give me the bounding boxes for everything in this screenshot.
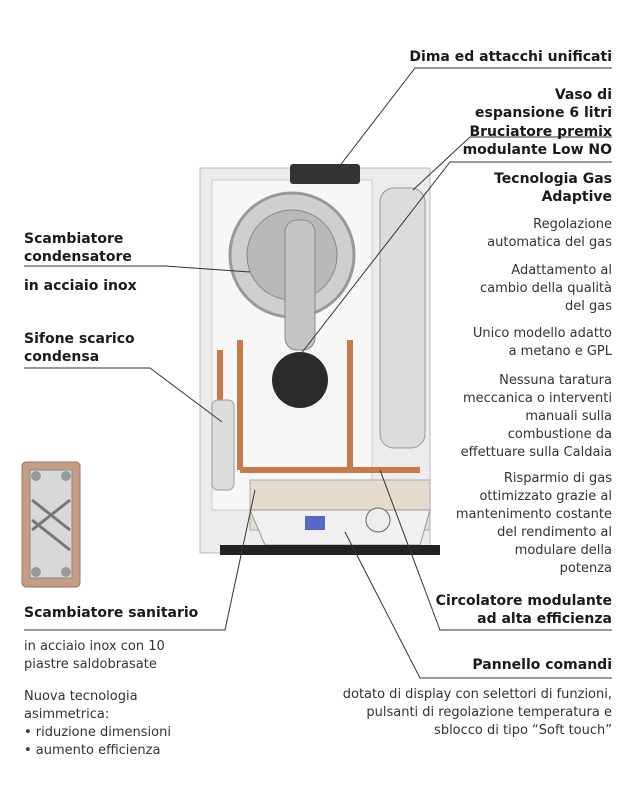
leader-lines: [24, 67, 612, 679]
label-scambiatore-sanitario: Scambiatore sanitario: [24, 605, 199, 621]
plate-heat-exchanger-image: [21, 461, 81, 588]
boiler-illustration: [199, 164, 440, 555]
label-pannello: Pannello comandi: [472, 657, 612, 673]
pannello-description: dotato di display con selettori di funzi…: [342, 687, 612, 738]
scambiatore-description: in acciaio inox: [24, 278, 137, 294]
label-dima: Dima ed attacchi unificati: [409, 49, 612, 65]
